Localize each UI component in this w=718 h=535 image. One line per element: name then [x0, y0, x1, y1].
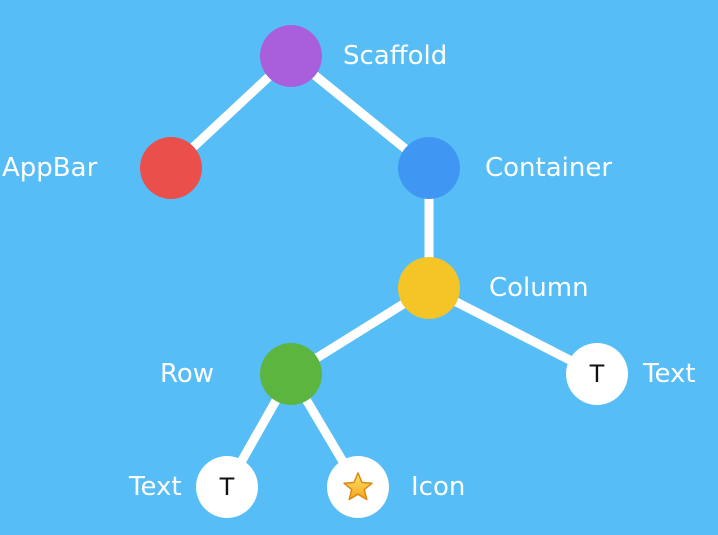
scaffold-node: [260, 25, 322, 87]
appbar-node: [140, 137, 202, 199]
text-node-right: T: [566, 343, 628, 405]
icon-node: [327, 456, 389, 518]
text-label-right: Text: [643, 359, 696, 389]
row-label: Row: [160, 359, 215, 389]
container-node: [398, 137, 460, 199]
container-label: Container: [485, 153, 613, 183]
icon-label: Icon: [411, 472, 466, 502]
text-glyph-right: T: [589, 360, 605, 388]
appbar-label: AppBar: [2, 153, 98, 183]
column-node: [398, 257, 460, 319]
text-node-bottom: T: [196, 456, 258, 518]
column-label: Column: [489, 273, 589, 303]
star-icon: [343, 472, 373, 501]
scaffold-label: Scaffold: [343, 41, 448, 71]
text-label-bottom: Text: [129, 472, 182, 502]
text-glyph-bottom: T: [219, 473, 235, 501]
row-node: [260, 343, 322, 405]
